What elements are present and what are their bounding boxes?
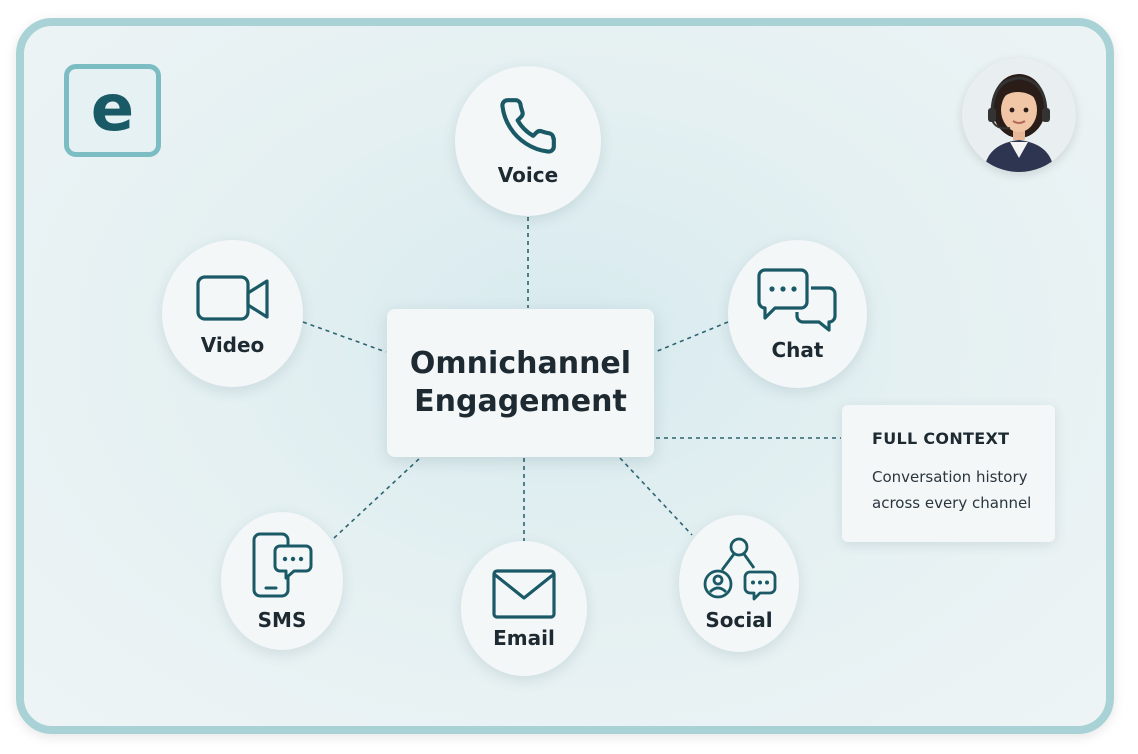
center-title-line2: Engagement	[414, 384, 627, 419]
channel-social[interactable]: Social	[679, 515, 799, 652]
video-camera-icon	[195, 274, 269, 321]
agent-avatar	[962, 58, 1076, 172]
channel-email[interactable]: Email	[461, 541, 587, 676]
sms-phone-icon	[252, 532, 313, 598]
channel-label-sms: SMS	[257, 608, 307, 632]
channel-video[interactable]: Video	[162, 240, 303, 387]
context-description: Conversation history across every channe…	[872, 468, 1032, 512]
phone-icon	[500, 98, 556, 154]
full-context-card: FULL CONTEXT Conversation history across…	[842, 405, 1055, 542]
social-network-icon	[703, 537, 777, 600]
channel-label-video: Video	[200, 332, 265, 357]
channel-label-email: Email	[493, 625, 555, 650]
brand-logo: e	[64, 64, 161, 157]
channel-label-social: Social	[705, 607, 773, 632]
channel-label-chat: Chat	[771, 338, 824, 362]
center-title-line1: Omnichannel	[409, 346, 632, 381]
envelope-icon	[492, 568, 556, 619]
channel-label-voice: Voice	[497, 163, 559, 187]
channel-voice[interactable]: Voice	[455, 66, 601, 216]
channel-sms[interactable]: SMS	[221, 512, 343, 650]
channel-chat[interactable]: Chat	[728, 240, 867, 388]
context-title: FULL CONTEXT	[872, 429, 1010, 448]
center-hub: Omnichannel Engagement	[387, 309, 654, 457]
logo-letter: e	[90, 71, 135, 146]
chat-bubbles-icon	[756, 268, 837, 332]
